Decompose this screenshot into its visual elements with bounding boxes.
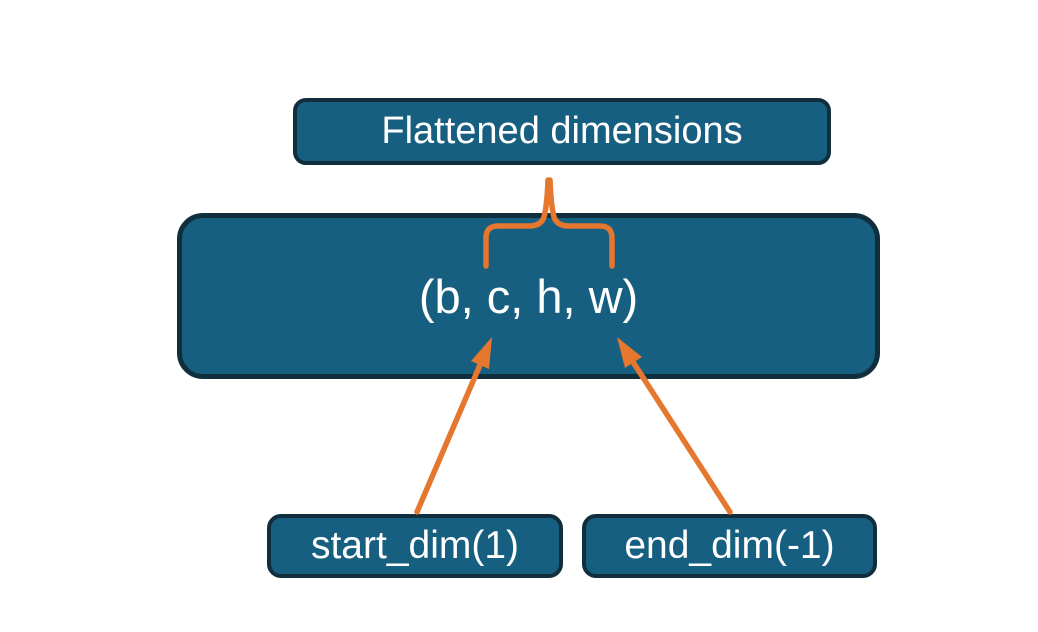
flattened-dimensions-label: Flattened dimensions [381, 110, 743, 152]
start-dim-box: start_dim(1) [267, 514, 563, 578]
start-dim-label: start_dim(1) [310, 524, 520, 567]
tensor-shape-box: (b, c, h, w) [177, 213, 880, 379]
flattened-dimensions-box: Flattened dimensions [293, 98, 831, 165]
end-dim-box: end_dim(-1) [582, 514, 877, 578]
end-dim-label: end_dim(-1) [624, 524, 835, 567]
tensor-shape-label: (b, c, h, w) [418, 269, 639, 323]
